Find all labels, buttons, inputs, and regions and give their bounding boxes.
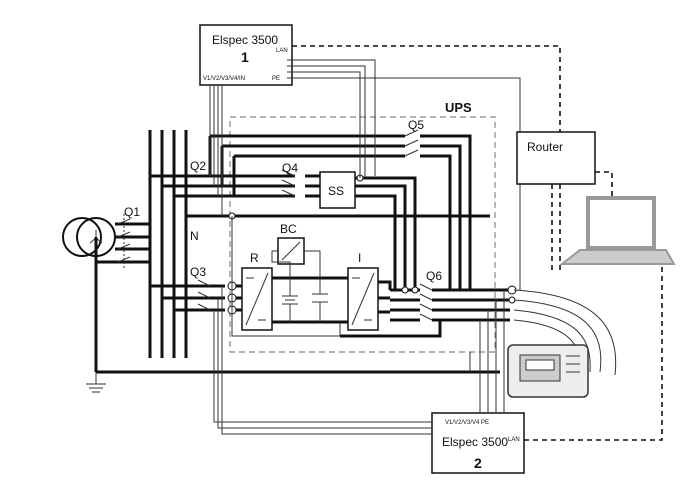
meter-1-box (199, 24, 293, 86)
laptop-icon (559, 196, 676, 265)
neutral-label: N (190, 229, 199, 243)
lan-links (292, 45, 663, 441)
switch-q4-label: Q4 (282, 161, 298, 175)
dc-link (272, 276, 348, 324)
meter-2-leads (213, 286, 505, 435)
switch-q6-label: Q6 (426, 269, 442, 283)
battery-charger-label: BC (280, 222, 297, 236)
router-box (516, 131, 596, 185)
inverter-label: I (358, 251, 361, 265)
router-label: Router (527, 140, 563, 154)
meter-2-box (431, 412, 525, 474)
ground-symbol (86, 372, 106, 393)
meter-2-inputs: V1/V2/V3/V4 PE (445, 420, 489, 426)
switch-q1-label: Q1 (124, 205, 140, 219)
rectifier-label: R (250, 251, 259, 265)
meter-2-lan-port: LAN (508, 437, 520, 443)
maintenance-bypass (208, 129, 472, 290)
main-busbars (148, 130, 188, 358)
meter-2-number: 2 (474, 455, 482, 471)
transformer-feed (96, 222, 150, 264)
switch-q2-label: Q2 (190, 159, 206, 173)
meter-1-title: Elspec 3500 (212, 33, 278, 47)
meter-1-lan-port: LAN (276, 48, 288, 54)
meter-1-number: 1 (241, 49, 249, 65)
ups-enclosure (229, 116, 496, 353)
static-switch-block (319, 171, 356, 209)
meter-1-pe-port: PE (272, 76, 280, 82)
switch-q5-label: Q5 (408, 118, 424, 132)
meter-1-leads (209, 59, 521, 290)
static-bypass (270, 169, 417, 290)
meter-2-title: Elspec 3500 (442, 435, 508, 449)
switch-q3-label: Q3 (190, 265, 206, 279)
portable-analyzer (507, 289, 617, 398)
transformer-symbol (62, 217, 116, 257)
meter-1-inputs: V1/V2/V3/V4/IN (203, 76, 245, 82)
switch-q1 (117, 214, 131, 268)
static-switch-label: SS (328, 184, 344, 198)
ups-label: UPS (445, 100, 472, 115)
output-switch (231, 216, 510, 338)
rectifier-feed (150, 279, 242, 315)
